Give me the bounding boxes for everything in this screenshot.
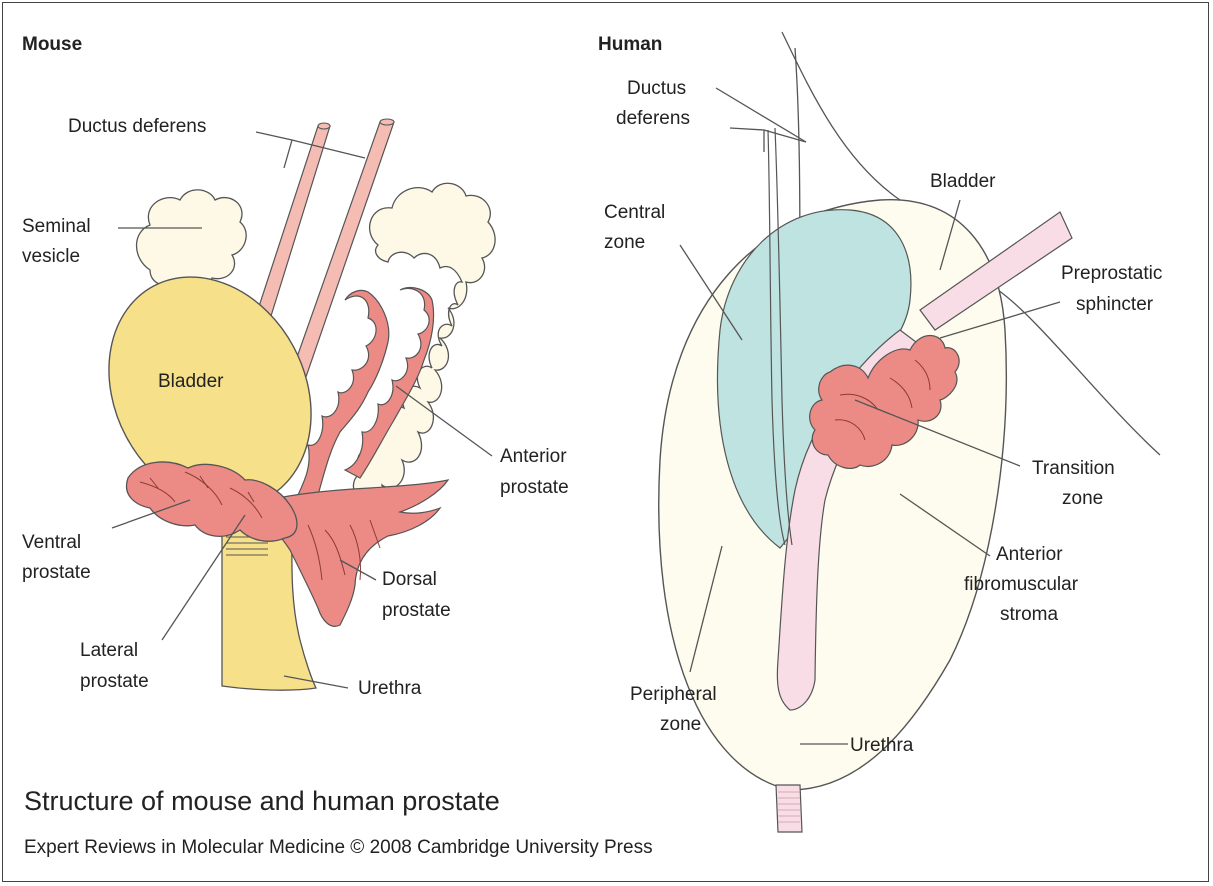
human-label-afs-1: Anterior xyxy=(996,544,1063,565)
human-label-peripheral-zone-2: zone xyxy=(660,714,701,735)
mouse-label-dorsal-prostate-1: Dorsal xyxy=(382,569,437,590)
mouse-ductus-deferens-right-end xyxy=(380,119,394,125)
mouse-label-anterior-prostate-1: Anterior xyxy=(500,446,567,467)
human-label-peripheral-zone-1: Peripheral xyxy=(630,684,717,705)
mouse-label-bladder: Bladder xyxy=(158,371,224,392)
mouse-heading: Mouse xyxy=(22,34,82,55)
human-label-transition-zone-1: Transition xyxy=(1032,458,1115,479)
mouse-label-ductus-deferens: Ductus deferens xyxy=(68,116,206,137)
human-label-preprostatic-sphincter-1: Preprostatic xyxy=(1061,263,1162,284)
mouse-label-anterior-prostate-2: prostate xyxy=(500,477,569,498)
mouse-label-dorsal-prostate-2: prostate xyxy=(382,600,451,621)
mouse-label-lateral-prostate-1: Lateral xyxy=(80,640,138,661)
mouse-label-ventral-prostate-2: prostate xyxy=(22,562,91,583)
mouse-label-urethra: Urethra xyxy=(358,678,422,699)
mouse-ductus-deferens-left-end xyxy=(318,123,330,129)
mouse-label-seminal-vesicle-1: Seminal xyxy=(22,216,91,237)
human-label-preprostatic-sphincter-2: sphincter xyxy=(1076,294,1154,315)
caption-credit: Expert Reviews in Molecular Medicine © 2… xyxy=(24,837,653,859)
mouse-label-seminal-vesicle-2: vesicle xyxy=(22,246,80,267)
human-label-ductus-deferens-1: Ductus xyxy=(627,78,686,99)
human-label-ductus-deferens-2: deferens xyxy=(616,108,690,129)
human-label-urethra: Urethra xyxy=(850,735,914,756)
human-label-afs-2: fibromuscular xyxy=(964,574,1079,595)
human-heading: Human xyxy=(598,34,662,55)
human-label-bladder: Bladder xyxy=(930,171,996,192)
human-label-afs-3: stroma xyxy=(1000,604,1059,625)
human-label-transition-zone-2: zone xyxy=(1062,488,1103,509)
mouse-label-lateral-prostate-2: prostate xyxy=(80,671,149,692)
human-label-central-zone-2: zone xyxy=(604,232,645,253)
caption-title: Structure of mouse and human prostate xyxy=(24,786,500,817)
mouse-seminal-vesicle-left xyxy=(137,190,247,288)
mouse-label-ventral-prostate-1: Ventral xyxy=(22,532,81,553)
human-anatomy xyxy=(659,32,1160,832)
human-label-central-zone-1: Central xyxy=(604,202,665,223)
